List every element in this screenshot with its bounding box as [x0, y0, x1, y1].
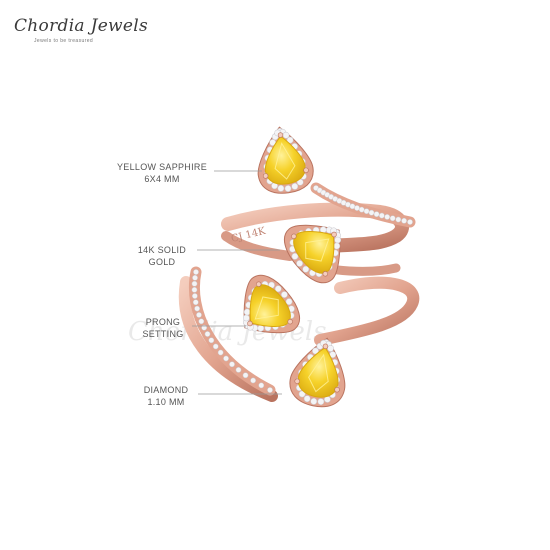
callout-gold-line1: 14K SOLID: [137, 245, 187, 255]
yellow-sapphire: [293, 231, 335, 274]
pave-diamond: [229, 361, 235, 368]
prong: [277, 132, 284, 138]
pave-diamond: [258, 382, 265, 389]
prong: [322, 271, 329, 277]
prong: [247, 320, 253, 327]
pave-diamond: [235, 367, 242, 373]
gem-facets: [274, 142, 296, 180]
callout-prong-line2: SETTING: [142, 329, 184, 339]
pear-setting: [242, 274, 301, 334]
pave-diamond: [242, 372, 249, 379]
pave-diamond: [217, 349, 224, 356]
pave-diamond: [378, 212, 385, 219]
halo-diamond: [269, 139, 277, 146]
brand-name: Chordia Jewels: [14, 16, 149, 36]
gem-facets: [254, 296, 279, 320]
callout-gold-line2: GOLD: [148, 257, 176, 267]
pave-diamond: [204, 331, 211, 337]
halo-diamond: [257, 324, 265, 332]
callout-prong-line1: PRONG: [145, 317, 181, 327]
halo-diamond: [291, 183, 299, 190]
pave-diamond: [191, 286, 198, 293]
pave-diamond: [212, 343, 219, 350]
halo-diamond: [329, 351, 337, 358]
callout-prong-setting: PRONG SETTING: [133, 316, 193, 340]
pave-diamond: [267, 387, 273, 393]
pave-diamond: [196, 312, 202, 318]
pave-diamond: [389, 215, 396, 222]
pave-diamond: [208, 337, 215, 344]
gem-facets: [308, 353, 329, 393]
prong: [331, 231, 337, 238]
yellow-sapphire: [264, 135, 306, 185]
pave-diamond: [192, 299, 199, 306]
prong: [287, 318, 293, 325]
halo-diamond: [286, 136, 294, 144]
pave-diamond: [223, 355, 229, 362]
brand-logo: Chordia Jewels Jewels to be treasured: [14, 16, 148, 44]
yellow-sapphire: [297, 346, 339, 398]
gem-settings: [242, 126, 346, 408]
halo-diamond: [243, 308, 251, 316]
pave-diamond: [395, 216, 402, 223]
pave-diamond: [368, 209, 375, 216]
prong: [294, 378, 300, 384]
pave-diamond: [194, 305, 200, 312]
pave-diamond: [250, 377, 256, 384]
halo-diamond: [281, 291, 288, 298]
callout-yellow-sapphire: YELLOW SAPPHIRE 6X4 MM: [112, 161, 212, 185]
prong: [262, 173, 269, 179]
prong: [303, 167, 309, 173]
pear-setting: [289, 337, 346, 408]
yellow-sapphire: [249, 284, 291, 327]
halo-diamond: [334, 236, 342, 244]
pave-diamond: [191, 280, 198, 287]
callout-leader-lines: [192, 170, 282, 395]
pave-diamond: [198, 318, 205, 325]
prong: [255, 281, 262, 287]
halo-diamond: [312, 347, 319, 355]
pear-setting: [257, 126, 314, 194]
halo-diamond: [302, 265, 310, 273]
pave-diamond: [192, 293, 198, 299]
pave-diamond: [193, 269, 199, 275]
halo-diamond: [285, 298, 293, 305]
pave-diamond: [373, 211, 380, 218]
pave-diamond: [192, 274, 198, 281]
halo-diamond: [284, 185, 292, 192]
callout-sapphire-line2: 6X4 MM: [144, 174, 180, 184]
pave-diamond: [358, 206, 365, 213]
callout-diamond-line1: DIAMOND: [143, 385, 189, 395]
callout-diamond-line2: 1.10 MM: [147, 397, 185, 407]
pave-diamond: [363, 208, 370, 215]
brand-tagline: Jewels to be treasured: [34, 38, 94, 44]
pave-diamond: [384, 214, 391, 220]
halo-diamond: [310, 397, 318, 405]
gem-facets: [305, 238, 330, 262]
halo-diamond: [296, 260, 303, 267]
halo-diamond: [333, 242, 341, 250]
callout-14k-gold: 14K SOLID GOLD: [127, 244, 197, 268]
pave-diamond: [354, 205, 360, 211]
halo-diamond: [303, 395, 311, 403]
prong: [334, 386, 340, 393]
pave-diamond: [407, 219, 413, 225]
pear-setting: [283, 224, 342, 284]
halo-diamond: [291, 253, 299, 260]
callout-diamond: DIAMOND 1.10 MM: [131, 384, 201, 408]
pave-diamond-band: [188, 182, 416, 396]
prong: [291, 233, 297, 240]
halo-diamond: [274, 285, 282, 293]
halo-diamond: [242, 314, 250, 322]
halo-diamond: [317, 398, 325, 405]
callout-sapphire-line1: YELLOW SAPPHIRE: [116, 162, 208, 172]
halo-diamond: [277, 184, 285, 192]
halo-diamond: [319, 226, 327, 234]
pave-diamond: [401, 217, 407, 224]
prong: [322, 343, 329, 350]
